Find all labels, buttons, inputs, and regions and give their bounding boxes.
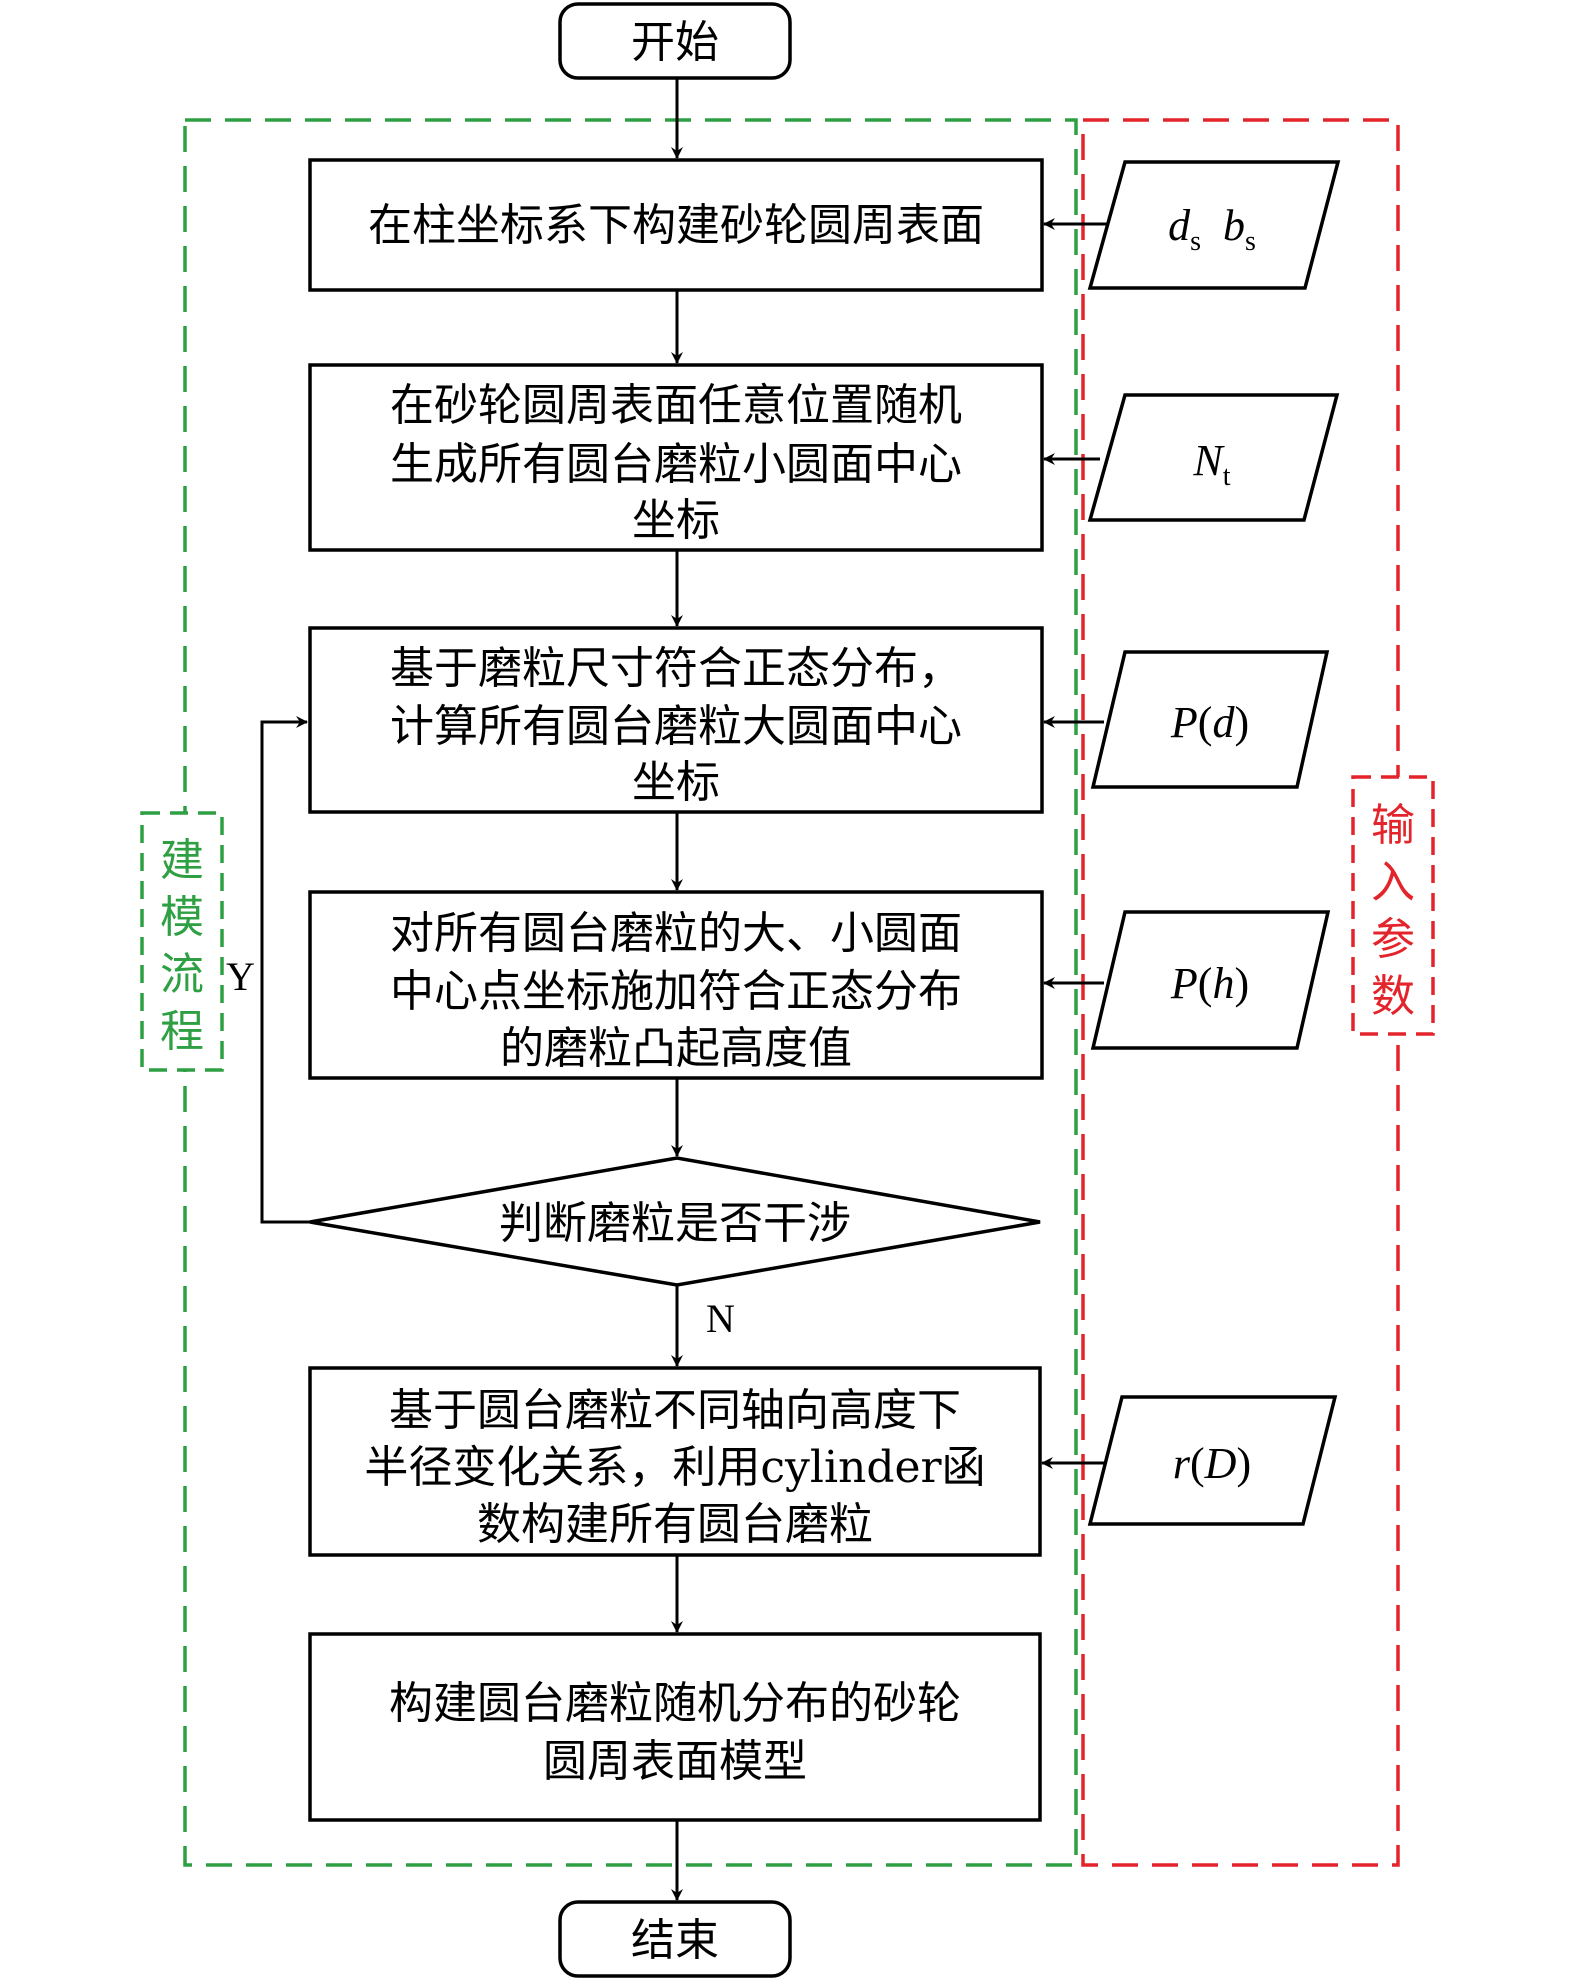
pd-function: P bbox=[1170, 698, 1198, 747]
start-label: 开始 bbox=[631, 17, 719, 68]
step-4-line: 的磨粒凸起高度值 bbox=[500, 1023, 852, 1074]
yes-label: Y bbox=[226, 954, 255, 999]
ph-function: P bbox=[1170, 959, 1198, 1008]
step-5-box: 基于圆台磨粒不同轴向高度下 半径变化关系，利用cylinder函 数构建所有圆台… bbox=[308, 1366, 1042, 1557]
pd-argument: d bbox=[1212, 698, 1235, 747]
inputs-label-char: 输 bbox=[1371, 800, 1415, 851]
ph-argument: h bbox=[1212, 959, 1234, 1008]
modeling-group-frame bbox=[183, 118, 1078, 1867]
svg-text:r(D): r(D) bbox=[1173, 1439, 1251, 1488]
step-6-line: 圆周表面模型 bbox=[543, 1736, 807, 1787]
inputs-label-char: 数 bbox=[1371, 971, 1415, 1022]
step-5-line: 基于圆台磨粒不同轴向高度下 bbox=[389, 1385, 961, 1436]
modeling-label-char: 模 bbox=[160, 892, 204, 943]
step-6-line: 构建圆台磨粒随机分布的砂轮 bbox=[389, 1678, 961, 1729]
step-1-box: 在柱坐标系下构建砂轮圆周表面 bbox=[308, 158, 1044, 292]
modeling-label-char: 建 bbox=[160, 835, 204, 886]
step-5-line: 数构建所有圆台磨粒 bbox=[477, 1499, 873, 1550]
inputs-group-label: 输 入 参 数 bbox=[1351, 775, 1435, 1036]
step-2-line: 在砂轮圆周表面任意位置随机 bbox=[390, 380, 962, 431]
svg-text:Nt: Nt bbox=[1192, 436, 1230, 492]
step-4-line: 中心点坐标施加符合正态分布 bbox=[390, 966, 962, 1017]
ds-symbol: d bbox=[1168, 201, 1191, 250]
nt-symbol: N bbox=[1192, 436, 1225, 485]
input-rd: r(D) bbox=[1087, 1395, 1338, 1526]
step-1-line: 在柱坐标系下构建砂轮圆周表面 bbox=[368, 200, 984, 251]
rd-argument: D bbox=[1204, 1439, 1237, 1488]
end-label: 结束 bbox=[631, 1915, 719, 1966]
step-4-box: 对所有圆台磨粒的大、小圆面 中心点坐标施加符合正态分布 的磨粒凸起高度值 bbox=[308, 890, 1044, 1080]
end-terminal: 结束 bbox=[558, 1900, 792, 1978]
edge-loop-yes bbox=[260, 716, 310, 1224]
inputs-label-char: 入 bbox=[1371, 857, 1415, 908]
rd-function: r bbox=[1173, 1439, 1191, 1488]
modeling-group-label: 建 模 流 程 bbox=[140, 811, 224, 1072]
input-nt: Nt bbox=[1087, 393, 1340, 522]
step-3-line: 坐标 bbox=[632, 757, 720, 808]
svg-text:P(d): P(d) bbox=[1170, 698, 1249, 747]
no-label: N bbox=[706, 1296, 735, 1341]
modeling-label-char: 程 bbox=[160, 1006, 204, 1057]
nt-subscript: t bbox=[1223, 461, 1231, 492]
bs-subscript: s bbox=[1245, 226, 1256, 257]
step-5-line: 半径变化关系，利用cylinder函 bbox=[364, 1442, 985, 1493]
step-2-box: 在砂轮圆周表面任意位置随机 生成所有圆台磨粒小圆面中心 坐标 bbox=[308, 363, 1044, 552]
ds-subscript: s bbox=[1190, 226, 1201, 257]
svg-text:P(h): P(h) bbox=[1170, 959, 1249, 1008]
step-3-line: 计算所有圆台磨粒大圆面中心 bbox=[390, 701, 962, 752]
step-3-line: 基于磨粒尺寸符合正态分布， bbox=[390, 643, 962, 694]
inputs-label-char: 参 bbox=[1371, 914, 1415, 965]
start-terminal: 开始 bbox=[558, 2, 792, 80]
input-pd: P(d) bbox=[1090, 650, 1330, 789]
step-2-line: 生成所有圆台磨粒小圆面中心 bbox=[390, 439, 962, 490]
step-2-line: 坐标 bbox=[632, 495, 720, 546]
step-3-box: 基于磨粒尺寸符合正态分布， 计算所有圆台磨粒大圆面中心 坐标 bbox=[308, 626, 1044, 814]
decision-label: 判断磨粒是否干涉 bbox=[499, 1198, 851, 1249]
decision-diamond: 判断磨粒是否干涉 bbox=[309, 1156, 1041, 1287]
inputs-group-frame bbox=[1081, 118, 1400, 1867]
step-4-line: 对所有圆台磨粒的大、小圆面 bbox=[390, 908, 962, 959]
bs-symbol: b bbox=[1223, 201, 1245, 250]
input-ph: P(h) bbox=[1090, 910, 1331, 1050]
step-6-box: 构建圆台磨粒随机分布的砂轮 圆周表面模型 bbox=[308, 1632, 1042, 1822]
modeling-label-char: 流 bbox=[160, 949, 204, 1000]
